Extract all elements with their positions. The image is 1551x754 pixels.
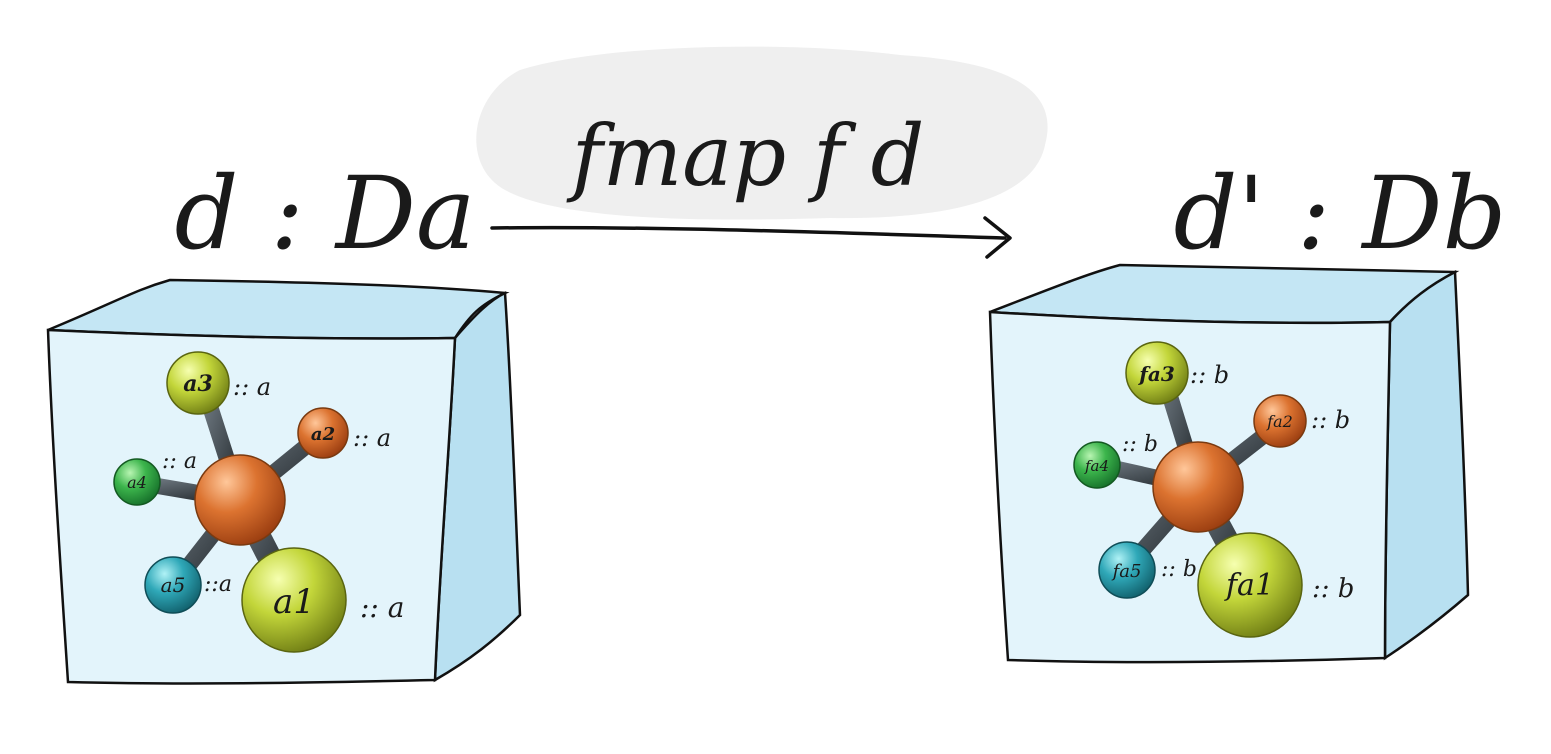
atom-a2-label: a2 — [311, 424, 335, 445]
left-box-top — [47, 278, 510, 340]
atom-a5: a5 ::a — [144, 556, 232, 614]
atom-fa2-type: :: b — [1311, 406, 1350, 434]
center-atom — [194, 454, 286, 546]
right-box-top — [989, 263, 1460, 325]
atom-fa5-type: :: b — [1161, 557, 1197, 582]
arrow-label: fmap f d — [566, 107, 925, 205]
atom-fa2-label: fa2 — [1266, 412, 1293, 431]
atom-a3-label: a3 — [183, 371, 213, 397]
left-box-title: d : Da — [174, 155, 475, 272]
atom-a3-type: :: a — [233, 373, 271, 401]
atom-a1: a1 :: a — [241, 547, 404, 653]
atom-fa4-type: :: b — [1122, 432, 1158, 457]
atom-fa1-type: :: b — [1312, 574, 1354, 604]
atom-a5-type: ::a — [204, 572, 232, 597]
atom-fa1: fa1 :: b — [1197, 532, 1354, 638]
center-atom — [1152, 441, 1244, 533]
atom-fa1-label: fa1 — [1224, 568, 1274, 603]
atom-a4-type: :: a — [162, 449, 197, 474]
atom-fa2: fa2 :: b — [1253, 394, 1350, 448]
atom-fa5: fa5 :: b — [1098, 541, 1197, 599]
atom-a5-label: a5 — [161, 573, 186, 597]
fmap-arrow — [490, 216, 1012, 259]
atom-fa5-label: fa5 — [1111, 561, 1142, 582]
atom-fa3-type: :: b — [1190, 361, 1229, 389]
atom-a2: a2 :: a — [297, 407, 391, 459]
right-molecule: fa3 :: b fa2 :: b fa4 :: b fa5 :: b fa1 … — [1073, 341, 1354, 638]
atom-fa4-label: fa4 — [1084, 457, 1109, 475]
right-box-title: d' : Db — [1174, 155, 1507, 272]
atom-a3: a3 :: a — [166, 351, 271, 415]
label-bubble — [476, 46, 1048, 220]
atom-a1-type: :: a — [360, 591, 404, 624]
atom-fa4: fa4 :: b — [1073, 432, 1158, 489]
atom-fa3-label: fa3 — [1137, 362, 1175, 386]
atom-fa3: fa3 :: b — [1125, 341, 1229, 405]
left-molecule: a3 :: a a2 :: a a4 :: a a5 ::a a1 :: a — [113, 351, 404, 653]
atom-a2-type: :: a — [353, 424, 391, 452]
atom-a4-label: a4 — [127, 473, 147, 492]
atom-a4: a4 :: a — [113, 449, 197, 506]
atom-a1-label: a1 — [273, 582, 315, 622]
right-box-side — [1383, 269, 1470, 661]
